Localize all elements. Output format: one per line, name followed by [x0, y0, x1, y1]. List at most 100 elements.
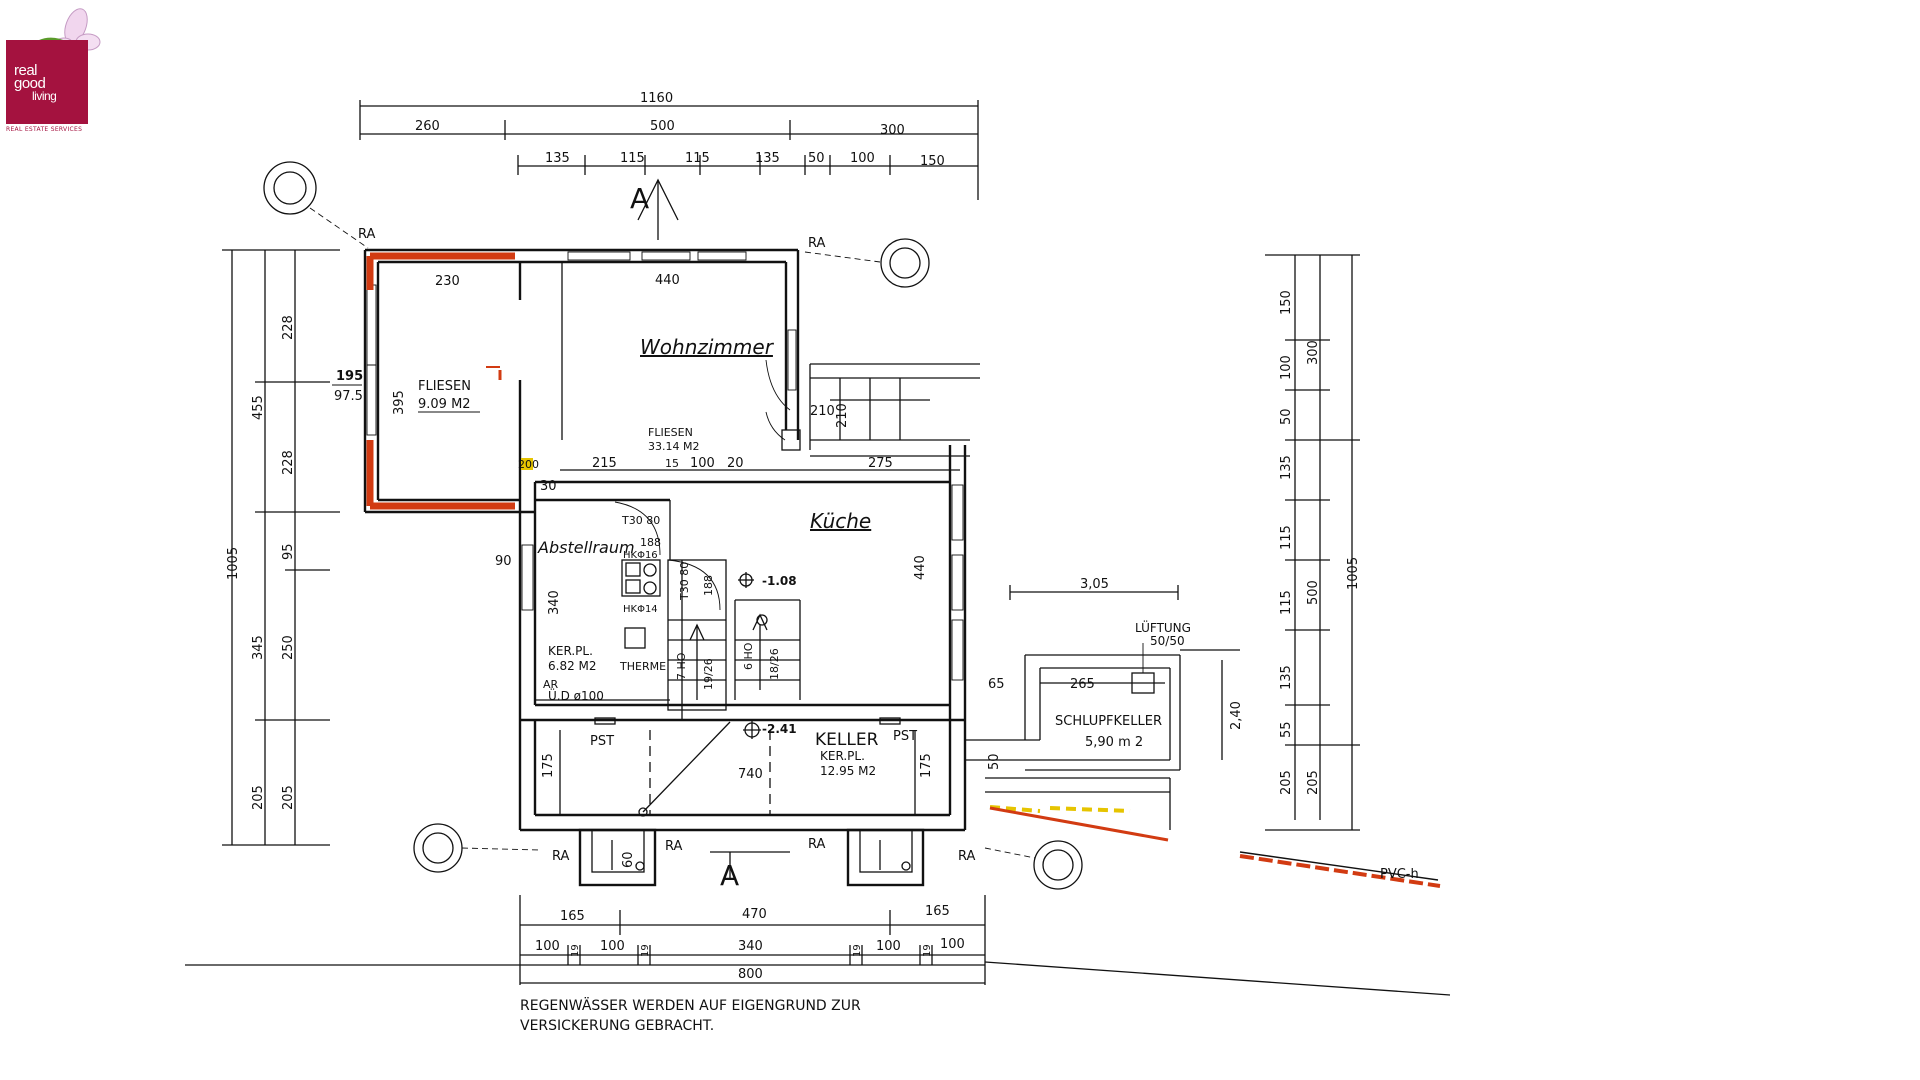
label-pst-2: PST [893, 729, 917, 744]
dim-195: 195 [336, 369, 363, 384]
ra-markers: RA RA RA RA RA RA [263, 161, 1083, 890]
dim-bot-165b: 165 [925, 904, 950, 919]
svg-text:A: A [720, 859, 739, 892]
dim-bot-19d: 19 [922, 944, 933, 957]
top-dimensions: 1160 260 500 300 135 115 115 135 50 100 … [359, 91, 979, 200]
dim-right-50: 50 [1279, 408, 1294, 425]
dim-bot-100b: 100 [600, 939, 625, 954]
dim-left-455: 455 [251, 395, 266, 420]
room-keller: KELLER [815, 730, 879, 750]
dim-bot-165a: 165 [560, 909, 585, 924]
dim-top-300: 300 [880, 123, 905, 138]
label-level-241: -2.41 [762, 722, 797, 736]
label-ar: AR [543, 678, 559, 691]
label-hk-1: HKΦ16 [623, 550, 658, 561]
dim-440-top: 440 [655, 273, 680, 288]
dim-215: 215 [592, 456, 617, 471]
logo-box [6, 40, 88, 124]
dim-right-205b: 205 [1279, 770, 1294, 795]
dim-275: 275 [868, 456, 893, 471]
dim-175-b: 175 [919, 753, 934, 778]
dim-left-205a: 205 [251, 785, 266, 810]
ra-label-4: RA [665, 839, 683, 854]
dim-right-100: 100 [1279, 355, 1294, 380]
note-line-1: REGENWÄSSER WERDEN AUF EIGENGRUND ZUR [520, 996, 861, 1014]
logo-text: real good living [14, 62, 57, 103]
left-dimensions: 1005 455 345 205 228 228 95 250 205 [222, 249, 340, 846]
interior-dimensions: 195 97.5 395 230 440 440 215 275 340 740… [332, 273, 1244, 868]
dim-right-55: 55 [1279, 721, 1294, 738]
dim-175-a: 175 [541, 753, 556, 778]
label-fliesen-top: FLIESEN [418, 379, 471, 394]
ra-label-2: RA [808, 236, 826, 251]
bottom-dimensions: 165 470 165 100 19 100 19 340 19 100 19 … [519, 895, 986, 985]
label-lueftung: LÜFTUNG [1135, 619, 1191, 635]
dim-top-115b: 115 [685, 151, 710, 166]
label-therme: THERME [619, 660, 666, 673]
dim-top-260: 260 [415, 119, 440, 134]
dim-395: 395 [392, 390, 407, 415]
dim-90: 90 [495, 554, 512, 569]
dim-right-500: 500 [1306, 580, 1321, 605]
section-marker-bottom: A [710, 851, 790, 892]
dim-left-95: 95 [281, 543, 296, 560]
dim-bot-100d: 100 [940, 937, 965, 952]
label-fliesen-mid: FLIESEN [648, 426, 693, 439]
ra-label-3: RA [552, 849, 570, 864]
label-t30-a: T30 80 [621, 514, 660, 527]
label-abstell-area: 6.82 M2 [548, 659, 597, 673]
label-lueftung-size: 50/50 [1150, 634, 1185, 648]
dim-top-135b: 135 [755, 151, 780, 166]
logo-tagline: REAL ESTATE SERVICES [6, 126, 83, 133]
dim-60: 60 [621, 851, 636, 868]
company-logo: real good living REAL ESTATE SERVICES [6, 4, 118, 133]
label-keller-floor: KER.PL. [820, 749, 865, 763]
room-schlupfkeller: SCHLUPFKELLER [1055, 714, 1162, 729]
hatching [366, 252, 1441, 888]
dim-65: 65 [988, 677, 1005, 692]
label-pvc: PVC-h [1380, 867, 1419, 882]
dim-total-top: 1160 [640, 91, 673, 106]
dim-right-205a: 205 [1306, 770, 1321, 795]
room-kueche: Küche [810, 509, 871, 533]
dim-305: 3,05 [1080, 577, 1109, 592]
walls [363, 248, 1240, 887]
dim-210: 210 [810, 404, 835, 419]
dim-340: 340 [547, 590, 562, 615]
dim-975: 97.5 [334, 389, 363, 404]
dim-right-115a: 115 [1279, 525, 1294, 550]
label-stair-2b: 18/26 [768, 648, 781, 680]
room-abstellraum: Abstellraum [537, 538, 635, 557]
svg-text:A: A [630, 182, 649, 215]
label-stair-1: 7 HO [675, 652, 688, 680]
dim-50: 50 [987, 753, 1002, 770]
label-abstell-floor: KER.PL. [548, 644, 593, 658]
label-fliesen-mid-area: 33.14 M2 [648, 440, 699, 453]
label-188-a: 188 [640, 536, 661, 549]
label-keller-area: 12.95 M2 [820, 764, 876, 778]
dim-30: 30 [540, 479, 557, 494]
dim-100: 100 [690, 456, 715, 471]
dim-15: 15 [665, 457, 679, 470]
label-stair-1b: 19/26 [702, 658, 715, 690]
dim-bot-19b: 19 [640, 944, 651, 957]
dim-top-100: 100 [850, 151, 875, 166]
dim-top-115a: 115 [620, 151, 645, 166]
note-line-2: VERSICKERUNG GEBRACHT. [520, 1018, 714, 1034]
dim-bot-19a: 19 [570, 944, 581, 957]
dim-left-1005: 1005 [226, 547, 241, 580]
label-schlupf-area: 5,90 m 2 [1085, 735, 1143, 750]
dim-left-228a: 228 [281, 315, 296, 340]
label-level-108: -1.08 [762, 574, 797, 588]
ra-label-5: RA [808, 837, 826, 852]
dim-bot-340: 340 [738, 939, 763, 954]
ra-label-1: RA [358, 227, 376, 242]
label-fliesen-top-area: 9.09 M2 [418, 397, 471, 412]
dim-bot-100a: 100 [535, 939, 560, 954]
ra-label-6: RA [958, 849, 976, 864]
dim-left-250: 250 [281, 635, 296, 660]
dim-top-500: 500 [650, 119, 675, 134]
dim-440-kueche: 440 [913, 555, 928, 580]
label-stair-2: 6 HO [742, 642, 755, 670]
section-marker-top: A [630, 178, 679, 240]
